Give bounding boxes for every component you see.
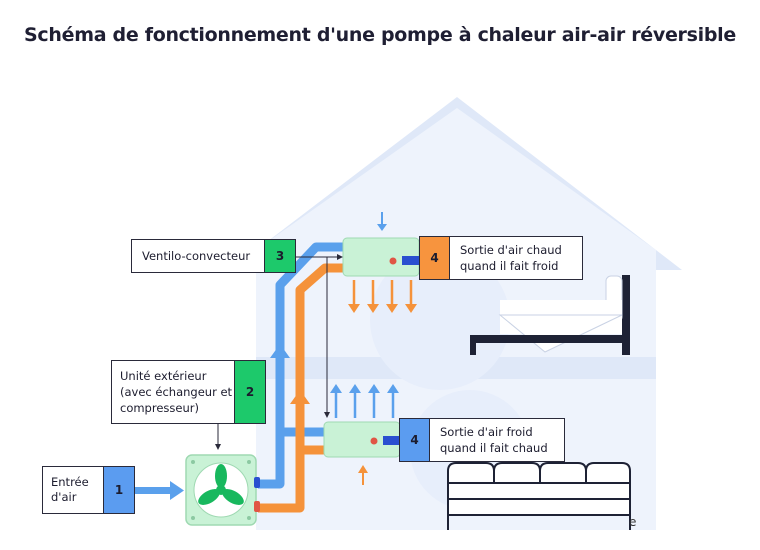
leader-lines bbox=[217, 256, 340, 444]
sofa-icon bbox=[447, 462, 631, 530]
indoor-unit-icon bbox=[342, 237, 420, 277]
flow-up-arrow-blue bbox=[270, 344, 290, 358]
air-intake-arrow-lower bbox=[358, 465, 368, 485]
leader-arrowhead-2 bbox=[215, 444, 221, 450]
entree-air-text: Entrée d'air bbox=[51, 475, 89, 504]
cropped-letter: e bbox=[629, 515, 637, 529]
unite-exterieur-text: Unité extérieur (avec échangeur et compr… bbox=[120, 369, 233, 415]
sortie-air-froid-number: 4 bbox=[399, 418, 430, 462]
sortie-air-froid-text: Sortie d'air froid quand il fait chaud bbox=[440, 425, 548, 455]
flow-up-arrow-orange bbox=[290, 390, 310, 404]
sortie-air-chaud-text: Sortie d'air chaud quand il fait froid bbox=[460, 243, 562, 273]
unite-exterieur-label: Unité extérieur (avec échangeur et compr… bbox=[111, 360, 266, 424]
cool-air-arrows bbox=[330, 384, 399, 418]
fan-icon bbox=[198, 464, 244, 505]
warm-air-arrows bbox=[348, 280, 417, 313]
page-title: Schéma de fonctionnement d'une pompe à c… bbox=[24, 24, 736, 46]
air-input-arrow bbox=[135, 481, 184, 500]
air-intake-arrow-upper bbox=[377, 212, 387, 231]
sortie-air-chaud-label: 4 Sortie d'air chaud quand il fait froid bbox=[419, 236, 583, 280]
leader-arrowhead-3 bbox=[337, 254, 343, 260]
ventilo-convecteur-number: 3 bbox=[264, 239, 296, 273]
bed-icon bbox=[470, 275, 630, 355]
leader-arrowhead-3b bbox=[324, 412, 330, 418]
sortie-air-chaud-number: 4 bbox=[419, 236, 450, 280]
unite-exterieur-number: 2 bbox=[234, 360, 266, 424]
ventilo-convecteur-text: Ventilo-convecteur bbox=[142, 249, 251, 263]
pipes bbox=[258, 242, 344, 513]
entree-air-label: Entrée d'air 1 bbox=[42, 466, 135, 514]
ventilo-convecteur-label: Ventilo-convecteur 3 bbox=[131, 239, 296, 273]
sortie-air-froid-label: 4 Sortie d'air froid quand il fait chaud bbox=[399, 418, 565, 462]
entree-air-number: 1 bbox=[103, 466, 135, 514]
indoor-unit-lower-icon bbox=[323, 421, 401, 458]
